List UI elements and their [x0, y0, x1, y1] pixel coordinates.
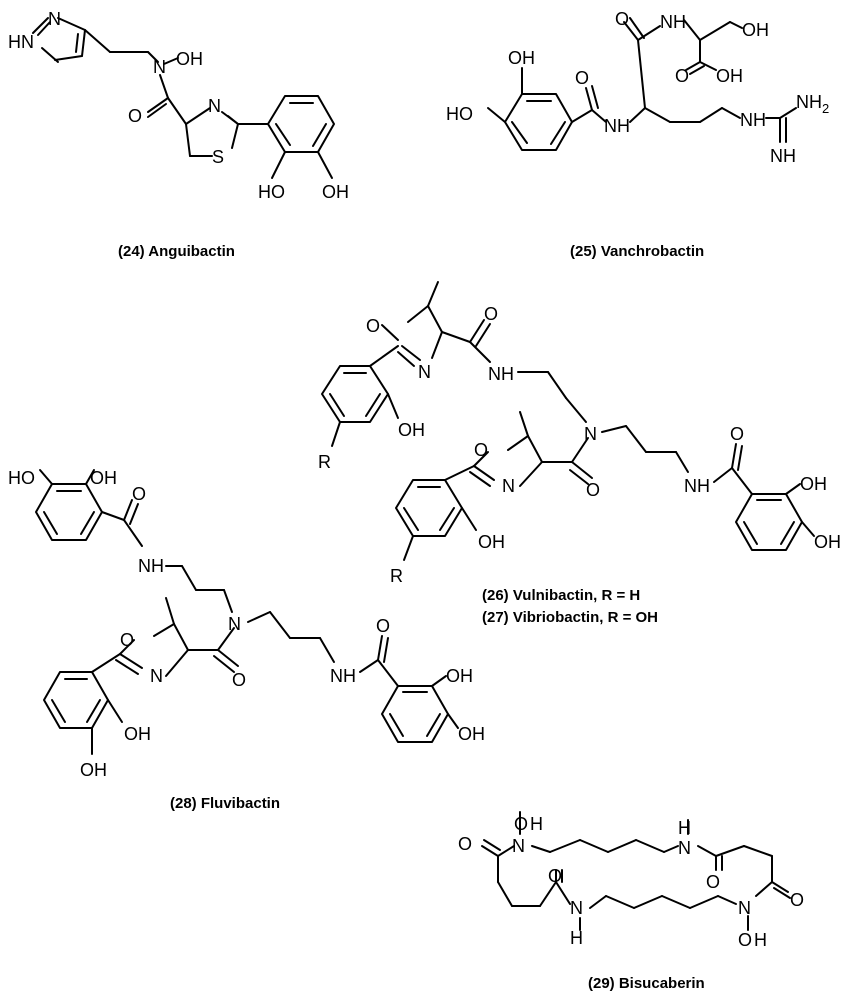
atom-oh: OH: [716, 66, 743, 86]
atom-n: N: [502, 476, 515, 496]
atom-oh: O: [514, 814, 528, 834]
atom-o: O: [128, 106, 142, 126]
atom-oh: OH: [90, 468, 117, 488]
atom-n: N: [678, 838, 691, 858]
atom-oh: OH: [322, 182, 349, 202]
atom-nh: NH: [488, 364, 514, 384]
atom-nh: NH: [660, 12, 686, 32]
atom-o: O: [458, 834, 472, 854]
caption-vanchrobactin: (25) Vanchrobactin: [570, 243, 704, 260]
atom-o: O: [484, 304, 498, 324]
structure-vulnibactin-vibriobactin: O O N NH OH R N O N O OH R NH O OH OH (2…: [318, 281, 841, 626]
atom-o: O: [790, 890, 804, 910]
caption-vibriobactin: (27) Vibriobactin, R = OH: [482, 609, 658, 626]
caption-vulnibactin: (26) Vulnibactin, R = H: [482, 587, 640, 604]
atom-o: O: [376, 616, 390, 636]
atom-h: H: [678, 818, 691, 838]
structure-fluvibactin: HO OH O NH N O N O OH OH NH O OH OH (28)…: [8, 468, 485, 812]
atom-h: H: [570, 928, 583, 948]
atom-s: S: [212, 147, 224, 167]
atom-o: O: [120, 630, 134, 650]
atom-o: O: [675, 66, 689, 86]
atom-ho: HO: [446, 104, 473, 124]
atom-n: N: [228, 614, 241, 634]
atom-o: O: [706, 872, 720, 892]
atom-nh: NH: [138, 556, 164, 576]
caption-anguibactin: (24) Anguibactin: [118, 243, 235, 260]
atom-n: N: [48, 9, 61, 29]
atom-nh: NH: [740, 110, 766, 130]
atom-nh: NH: [684, 476, 710, 496]
atom-oh: OH: [742, 20, 769, 40]
atom-r: R: [390, 566, 403, 586]
atom-o: O: [548, 866, 562, 886]
atom-n: N: [512, 836, 525, 856]
atom-o: O: [615, 9, 629, 29]
atom-oh: O: [738, 930, 752, 950]
atom-o: O: [232, 670, 246, 690]
atom-n: N: [584, 424, 597, 444]
atom-nh: NH: [330, 666, 356, 686]
atom-oh: OH: [398, 420, 425, 440]
structure-bisucaberin: O H O N H N O O O N H N O H (29) Bisucab…: [458, 811, 804, 992]
atom-nh: NH: [770, 146, 796, 166]
atom-oh: OH: [800, 474, 827, 494]
atom-ho: HO: [258, 182, 285, 202]
atom-o: O: [132, 484, 146, 504]
atom-nh: NH: [604, 116, 630, 136]
atom-hn: HN: [8, 32, 34, 52]
atom-oh: OH: [80, 760, 107, 780]
atom-oh: OH: [124, 724, 151, 744]
atom-oh: OH: [478, 532, 505, 552]
atom-oh: OH: [814, 532, 841, 552]
atom-oh: OH: [508, 48, 535, 68]
atom-n: N: [153, 57, 166, 77]
atom-n: N: [570, 898, 583, 918]
atom-oh: OH: [446, 666, 473, 686]
structure-anguibactin: HN N N OH O N S HO OH (24) Anguibactin: [8, 9, 349, 260]
atom-n: N: [738, 898, 751, 918]
atom-o: O: [586, 480, 600, 500]
atom-o: O: [575, 68, 589, 88]
structure-vanchrobactin: HO OH O NH O NH OH O OH NH NH2 NH (25) V…: [446, 9, 829, 260]
caption-fluvibactin: (28) Fluvibactin: [170, 795, 280, 812]
atom-o: O: [474, 440, 488, 460]
atom-h: H: [754, 930, 767, 950]
atom-n: N: [208, 96, 221, 116]
atom-o: O: [366, 316, 380, 336]
caption-bisucaberin: (29) Bisucaberin: [588, 975, 705, 992]
atom-oh: OH: [176, 49, 203, 69]
atom-o: O: [730, 424, 744, 444]
atom-n: N: [418, 362, 431, 382]
atom-ho: HO: [8, 468, 35, 488]
atom-r: R: [318, 452, 331, 472]
atom-nh2: NH2: [796, 92, 829, 116]
atom-oh: OH: [458, 724, 485, 744]
atom-n: N: [150, 666, 163, 686]
atom-h: H: [530, 814, 543, 834]
